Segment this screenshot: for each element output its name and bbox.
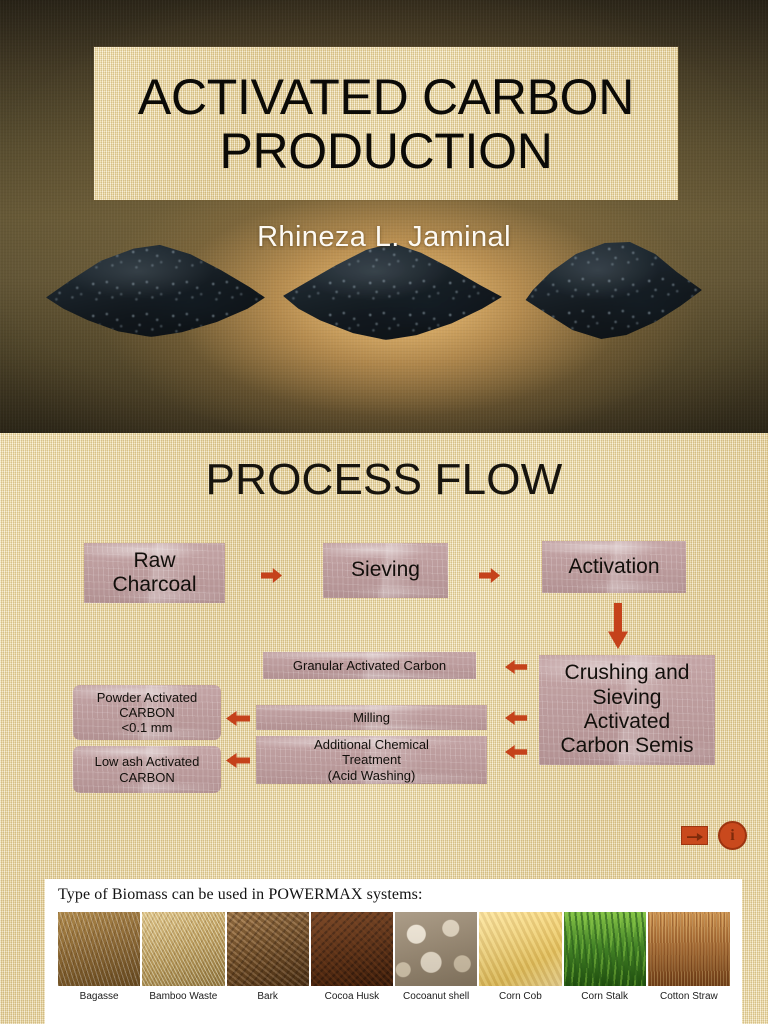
- biomass-label: Bagasse: [79, 991, 119, 1002]
- shape-icon-glyph: [687, 833, 703, 841]
- charcoal-pile-2-image: [283, 242, 502, 340]
- flow-box-crushing-line-2: Sieving: [592, 685, 662, 709]
- flow-box-acid-line-2: Treatment: [342, 752, 401, 768]
- flow-box-crushing-line-4: Carbon Semis: [560, 734, 694, 758]
- page-title-line-2: PRODUCTION: [219, 122, 553, 179]
- biomass-label: Bamboo Waste: [149, 991, 218, 1002]
- biomass-image-corncob: [479, 912, 562, 986]
- biomass-image-strip: [58, 912, 730, 986]
- flow-box-raw-charcoal-line-1: Raw: [133, 548, 176, 572]
- charcoal-pile-1-image: [46, 244, 265, 337]
- arrow-left-icon-acid-to-lowash: [226, 753, 250, 768]
- title-plaque: ACTIVATED CARBON PRODUCTION: [94, 47, 678, 200]
- arrow-down-icon-activation-to-crushing: [608, 603, 628, 649]
- biomass-label: Cotton Straw: [659, 991, 718, 1002]
- biomass-image-bark: [226, 912, 309, 986]
- biomass-image-cottonstraw: [647, 912, 730, 986]
- flow-box-raw-charcoal[interactable]: Raw Charcoal: [84, 543, 225, 603]
- biomass-image-cocoa: [310, 912, 393, 986]
- biomass-panel: Type of Biomass can be used in POWERMAX …: [45, 879, 742, 1024]
- arrow-left-icon-milling-to-powder: [226, 711, 250, 726]
- flow-box-lowash-line-1: Low ash Activated: [94, 754, 200, 770]
- biomass-label: Cocoa Husk: [324, 991, 380, 1002]
- arrow-left-icon-crushing-to-granular: [505, 660, 527, 674]
- flow-box-crushing-sieving[interactable]: Crushing and Sieving Activated Carbon Se…: [539, 655, 715, 765]
- biomass-label: Cocoanut shell: [403, 991, 470, 1002]
- biomass-label-row: Bagasse Bamboo Waste Bark Cocoa Husk Cocoanu…: [58, 991, 730, 1002]
- flow-box-crushing-line-1: Crushing and: [564, 661, 690, 685]
- biomass-label: Corn Stalk: [581, 991, 628, 1002]
- author-name: Rhineza L. Jaminal: [257, 221, 511, 253]
- info-icon-glyph: i: [730, 826, 735, 844]
- flow-box-powder-activated-carbon[interactable]: Powder Activated CARBON <0.1 mm: [73, 685, 221, 740]
- biomass-image-cornstalk: [563, 912, 646, 986]
- biomass-image-bagasse: [58, 912, 141, 986]
- biomass-panel-title: Type of Biomass can be used in POWERMAX …: [58, 886, 423, 903]
- flow-box-acid-line-1: Additional Chemical: [314, 737, 429, 753]
- flow-box-sieving-label: Sieving: [351, 558, 420, 582]
- biomass-label: Bark: [257, 991, 278, 1002]
- flow-box-raw-charcoal-line-2: Charcoal: [112, 573, 197, 596]
- biomass-image-bamboo: [142, 912, 225, 986]
- section-heading: PROCESS FLOW: [205, 455, 563, 504]
- title-slide: ACTIVATED CARBON PRODUCTION Rhineza L. J…: [0, 0, 768, 433]
- charcoal-pile-3-image: [525, 242, 702, 339]
- flow-box-additional-chemical-treatment[interactable]: Additional Chemical Treatment (Acid Wash…: [256, 736, 487, 784]
- arrow-right-icon-raw-to-sieving: [261, 568, 282, 583]
- flow-box-low-ash-activated-carbon[interactable]: Low ash Activated CARBON: [73, 746, 221, 793]
- flow-box-granular-label: Granular Activated Carbon: [292, 657, 447, 673]
- biomass-label: Corn Cob: [498, 991, 542, 1002]
- shape-icon[interactable]: [681, 826, 708, 845]
- flow-box-activation[interactable]: Activation: [542, 541, 686, 593]
- flow-box-powder-line-1: Powder Activated: [96, 689, 198, 705]
- flow-box-granular-activated-carbon[interactable]: Granular Activated Carbon: [263, 652, 476, 679]
- flow-box-powder-line-3: <0.1 mm: [121, 720, 173, 736]
- arrow-left-icon-crushing-to-milling: [505, 711, 527, 725]
- flow-box-acid-line-3: (Acid Washing): [327, 767, 416, 783]
- info-icon[interactable]: i: [718, 821, 747, 850]
- flow-box-activation-label: Activation: [568, 554, 660, 578]
- flow-box-crushing-line-3: Activated: [583, 710, 671, 733]
- biomass-image-coconut: [395, 912, 478, 986]
- flow-box-lowash-line-2: CARBON: [119, 769, 175, 785]
- flow-box-milling[interactable]: Milling: [256, 705, 487, 730]
- flow-box-powder-line-2: CARBON: [119, 704, 175, 720]
- arrow-left-icon-crushing-to-acid: [505, 745, 527, 759]
- flow-box-milling-label: Milling: [353, 709, 390, 725]
- page-title-line-1: ACTIVATED CARBON: [137, 68, 635, 125]
- flow-box-sieving[interactable]: Sieving: [323, 543, 448, 598]
- arrow-right-icon-sieving-to-activation: [479, 568, 500, 583]
